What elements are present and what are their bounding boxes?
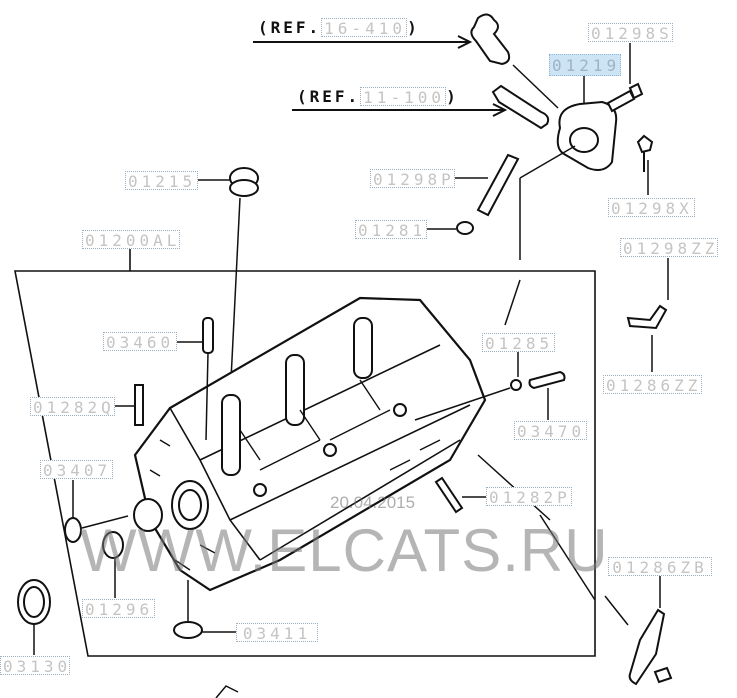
part-label-01298P[interactable]: 01298P bbox=[370, 169, 455, 189]
part-label-01298X[interactable]: 01298X bbox=[608, 198, 695, 218]
ref-suffix: ) bbox=[407, 18, 420, 37]
ref-prefix: (REF. bbox=[258, 18, 322, 37]
watermark-date: 20.04.2015 bbox=[330, 493, 416, 512]
part-label-01298ZZ[interactable]: 01298ZZ bbox=[620, 238, 718, 258]
part-label-03411[interactable]: 03411 bbox=[236, 623, 318, 643]
part-label-03130[interactable]: 03130 bbox=[0, 656, 70, 676]
ref-11-100: (REF.11-100) bbox=[297, 87, 459, 107]
part-label-01282Q[interactable]: 01282Q bbox=[30, 397, 115, 417]
part-label-01298S[interactable]: 01298S bbox=[588, 23, 673, 43]
ref-suffix: ) bbox=[446, 87, 459, 106]
cam-housing-part bbox=[556, 76, 618, 171]
part-label-01219[interactable]: 01219 bbox=[549, 54, 621, 76]
part-label-01215[interactable]: 01215 bbox=[125, 171, 198, 191]
part-label-01296[interactable]: 01296 bbox=[82, 599, 155, 619]
watermark: WWW.ELCATS.RU bbox=[80, 517, 609, 584]
part-label-01200AL[interactable]: 01200AL bbox=[82, 230, 180, 250]
ref-16-410: (REF.16-410) bbox=[258, 18, 420, 38]
ref-arrow-16-410 bbox=[253, 35, 473, 49]
cylinder-head-part bbox=[133, 296, 487, 592]
assembly-frame bbox=[14, 270, 596, 657]
ref-link-16-410[interactable]: 16-410 bbox=[321, 18, 408, 38]
sensor-part bbox=[470, 13, 559, 109]
part-label-01281[interactable]: 01281 bbox=[355, 220, 427, 240]
part-label-03460[interactable]: 03460 bbox=[103, 332, 177, 352]
part-label-01286ZB[interactable]: 01286ZB bbox=[608, 557, 712, 577]
ref-prefix: (REF. bbox=[297, 87, 361, 106]
part-label-03470[interactable]: 03470 bbox=[514, 421, 587, 441]
ref-link-11-100[interactable]: 11-100 bbox=[360, 87, 447, 107]
part-label-01286ZZ[interactable]: 01286ZZ bbox=[603, 375, 702, 395]
part-label-01285[interactable]: 01285 bbox=[482, 333, 555, 353]
ref-arrow-11-100 bbox=[292, 103, 508, 117]
part-label-03407[interactable]: 03407 bbox=[40, 460, 113, 480]
part-label-01282P[interactable]: 01282P bbox=[486, 487, 572, 507]
